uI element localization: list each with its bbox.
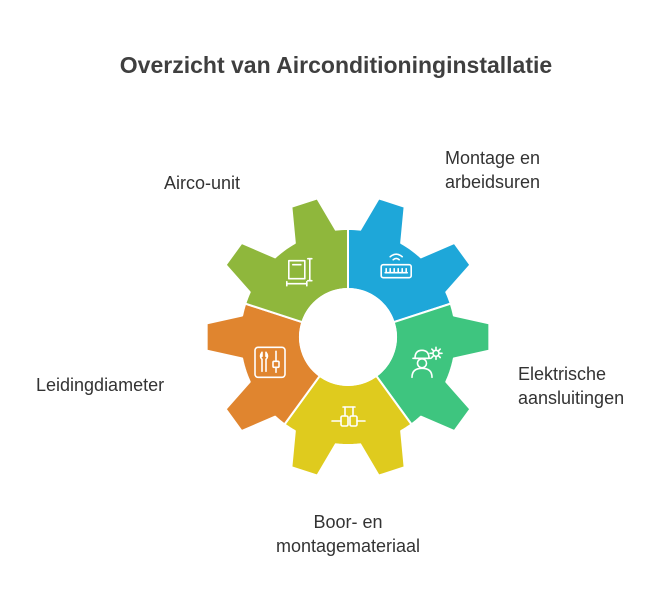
air-conditioner-icon — [380, 253, 413, 279]
label-elektrische-aansluitingen: Elektrische aansluitingen — [518, 364, 625, 408]
label-montage-arbeidsuren: Montage en arbeidsuren — [445, 148, 541, 192]
worker-gear-icon — [411, 346, 443, 379]
electrical-connector-icon — [331, 406, 366, 427]
label-airco-unit: Airco-unit — [164, 173, 241, 193]
pipe-diameter-icon — [285, 257, 313, 287]
label-leidingdiameter: Leidingdiameter — [36, 375, 165, 395]
page-title: Overzicht van Airconditioninginstallatie — [119, 52, 553, 78]
label-boor-montagemateriaal: Boor- en montagemateriaal — [275, 512, 421, 556]
tools-icon — [254, 346, 286, 379]
